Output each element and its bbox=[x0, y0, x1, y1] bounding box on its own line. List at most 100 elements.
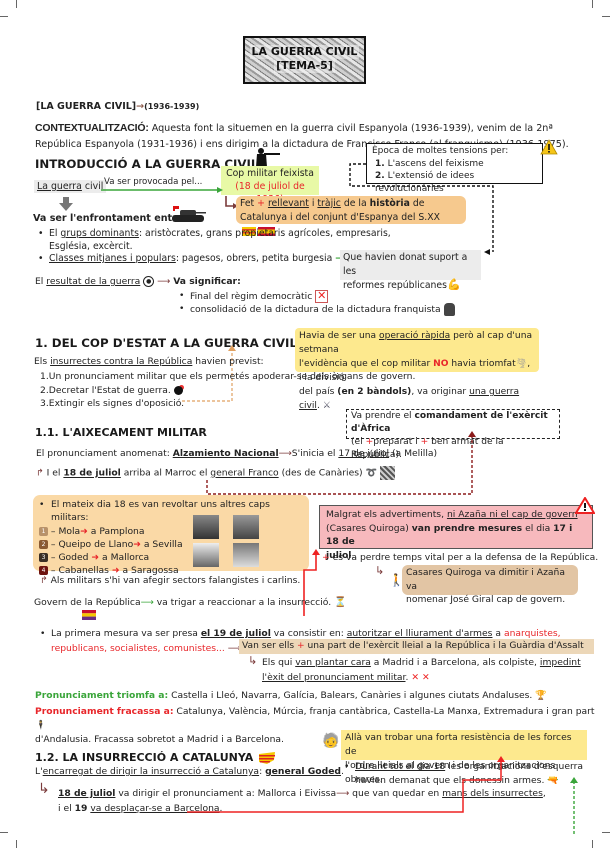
mesura-b: el 19 de juliol bbox=[200, 628, 271, 639]
fracassa-line: Pronunciament fracassa a: Catalunya, Val… bbox=[35, 705, 595, 747]
durant-b: les organitzacions d'esquerra bbox=[445, 761, 583, 772]
tensions-text: L'ascens del feixisme bbox=[387, 158, 484, 169]
cap-city: a Pamplona bbox=[90, 525, 145, 537]
goded-j: . bbox=[219, 802, 223, 814]
ells-a: Van ser ells bbox=[242, 641, 297, 651]
fracassa-line2: d'Andalusia. Fracassa sobretot a Madrid … bbox=[35, 734, 284, 745]
enc-d: . bbox=[341, 766, 344, 777]
mesura-e: a bbox=[492, 628, 504, 639]
green-dashed-connector bbox=[570, 777, 578, 834]
warn-e: 17 i 18 de bbox=[326, 522, 573, 548]
hourglass-icon: ⏳ bbox=[334, 597, 347, 608]
juliol18-b: 18 de juliol bbox=[63, 467, 121, 479]
mesura-item: La primera mesura va ser presa el 19 de … bbox=[40, 627, 591, 656]
fet-historia: història bbox=[369, 198, 410, 209]
corner-arrow-icon: ↳ bbox=[248, 654, 258, 667]
africa-b: comandament de l'exèrcit d'Àfrica bbox=[351, 411, 548, 434]
list-item: 3.Extingir els signes d'oposició. bbox=[40, 398, 185, 410]
plus: + bbox=[322, 552, 330, 563]
main-heading: [LA GUERRA CIVIL]→(1936-1939) bbox=[36, 101, 199, 112]
warning-icon bbox=[540, 139, 558, 155]
resultat-u: resultat de la guerra bbox=[46, 276, 141, 287]
tensions-num: 1. bbox=[375, 158, 385, 169]
plus: + bbox=[420, 437, 429, 447]
grups-line2: Església, excèrcit. bbox=[49, 241, 133, 252]
pronunciament-line: El pronunciament anomenat: Alzamiento Na… bbox=[36, 448, 437, 459]
significar-item: Final del règim democràtic ✕ bbox=[179, 290, 329, 303]
africa-e: ben armat de la República). bbox=[351, 437, 504, 460]
significar-item: consolidació de la dictadura de la dicta… bbox=[179, 303, 455, 316]
arrow-icon: ➜ bbox=[133, 538, 141, 550]
soldier-icon bbox=[256, 148, 280, 167]
goded-i: va desplaçar-se a Barcelona bbox=[90, 802, 220, 814]
juliol18-d: general Franco bbox=[210, 467, 279, 479]
suport-line1: Que havien donat suport a les bbox=[343, 252, 468, 277]
walking-man-icon: 🚶 bbox=[389, 573, 404, 587]
warn-g: . bbox=[351, 549, 355, 561]
goded-text: 18 de juliol va dirigir el pronunciament… bbox=[58, 787, 546, 816]
heading-label: [LA GUERRA CIVIL] bbox=[36, 101, 137, 112]
goded-c: que van quedar en bbox=[349, 788, 443, 799]
juliol18-e: (des de Canàries) bbox=[278, 467, 363, 479]
warn-b: (Casares Quiroga) bbox=[326, 522, 412, 534]
enc-u: encarregat de dirigir la insurrecció a C… bbox=[42, 766, 260, 777]
resultat-line: El resultat de la guerra ● ⟶ Va signific… bbox=[35, 276, 241, 287]
durant-item: Durant tot el dia 18 les organitzacions … bbox=[344, 760, 583, 788]
mesura-d: autoritzar el lliurament d'armes bbox=[346, 628, 493, 639]
note-u2: una guerra civil bbox=[299, 387, 520, 411]
corner-arrow-icon: ↱ bbox=[36, 467, 44, 479]
note-u1: operació ràpida bbox=[379, 331, 451, 341]
fet-relevant: rellevant bbox=[267, 198, 309, 209]
fracassa-label: Pronunciament fracassa a: bbox=[35, 706, 174, 717]
suport-box: Que havien donat suport a les reformes r… bbox=[340, 250, 481, 291]
enfrontament-label: Va ser l'enfrontament entre: bbox=[33, 213, 188, 224]
dimitir-line2: nomenar José Giral cap de govern. bbox=[406, 594, 566, 605]
list-item: 1.Un pronunciament militar que els perme… bbox=[40, 371, 416, 382]
section1-intro: Els insurrectes contra la República havi… bbox=[34, 356, 264, 367]
fet-de2: de bbox=[409, 198, 425, 209]
plus: + bbox=[365, 437, 374, 447]
significar-label: Va significar: bbox=[173, 276, 241, 287]
cap-city: a Mallorca bbox=[102, 552, 150, 564]
note-b: però al cap d'una setmana bbox=[299, 331, 533, 355]
tensions-num: 2. bbox=[375, 171, 385, 181]
cop-militar-box: Cop militar feixista (18 de juliol de 19… bbox=[221, 166, 319, 205]
crop-mark bbox=[0, 16, 8, 17]
mesura-a: La primera mesura va ser presa bbox=[51, 628, 201, 639]
cap-item: 1 – Mola➜ a Pamplona bbox=[39, 525, 303, 538]
corner-arrow bbox=[225, 196, 238, 209]
portrait-mola bbox=[193, 515, 219, 539]
section12-title: 1.2. LA INSURRECCIÓ A CATALUNYA bbox=[35, 751, 277, 765]
title-line1: LA GUERRA CIVIL bbox=[249, 45, 360, 59]
red-connector bbox=[187, 756, 505, 813]
caps-intro: •El mateix dia 18 es van revoltar uns al… bbox=[39, 499, 270, 524]
govern-line: Govern de la República⟶ va trigar a reac… bbox=[34, 597, 347, 608]
cap-name: Goded bbox=[58, 552, 89, 564]
arrow-icon: ➜ bbox=[91, 552, 100, 564]
corner-arrow-icon: ↳ bbox=[38, 781, 50, 797]
tensions-item: 1. L'ascens del feixisme bbox=[372, 158, 537, 171]
corner-arrow-icon: ↳ bbox=[375, 564, 385, 577]
plantar-a: Els qui bbox=[262, 657, 296, 668]
down-arrow-icon bbox=[59, 197, 73, 211]
tornado-icon: 🌪 bbox=[515, 359, 528, 369]
section1-list: 1.Un pronunciament militar que els perme… bbox=[40, 370, 415, 411]
franco-line: ↱ I el 18 de juliol arriba al Marroc el … bbox=[36, 466, 395, 480]
govern-a: Govern de la República bbox=[34, 597, 141, 608]
mesura-f: anarquistes, bbox=[503, 628, 561, 639]
fracassa-text: Catalunya, València, Múrcia, franja cant… bbox=[173, 706, 595, 717]
crossed-swords-icon: ⚔ bbox=[322, 401, 331, 411]
cap-city: a Sevilla bbox=[143, 538, 183, 550]
crop-mark bbox=[592, 840, 593, 848]
target-icon: ● bbox=[143, 276, 155, 287]
classes-u: Classes mitjanes i populars bbox=[49, 253, 176, 264]
arrow-icon: ⟶ bbox=[227, 642, 241, 654]
govern-b: va trigar a reaccionar a la insurrecció. bbox=[156, 597, 332, 608]
grups-rest: : aristòcrates, grans propietaris agríco… bbox=[138, 228, 391, 239]
resist-line1: Allà van trobar una forta resistència de… bbox=[345, 732, 572, 757]
intro-pre: Els bbox=[34, 356, 51, 367]
suport-line2: reformes repúblicanes bbox=[343, 280, 447, 291]
guerra-civil-box: La guerra civil bbox=[34, 180, 107, 193]
enc-b: : bbox=[259, 766, 266, 777]
juliol18-a: I el bbox=[46, 467, 64, 479]
